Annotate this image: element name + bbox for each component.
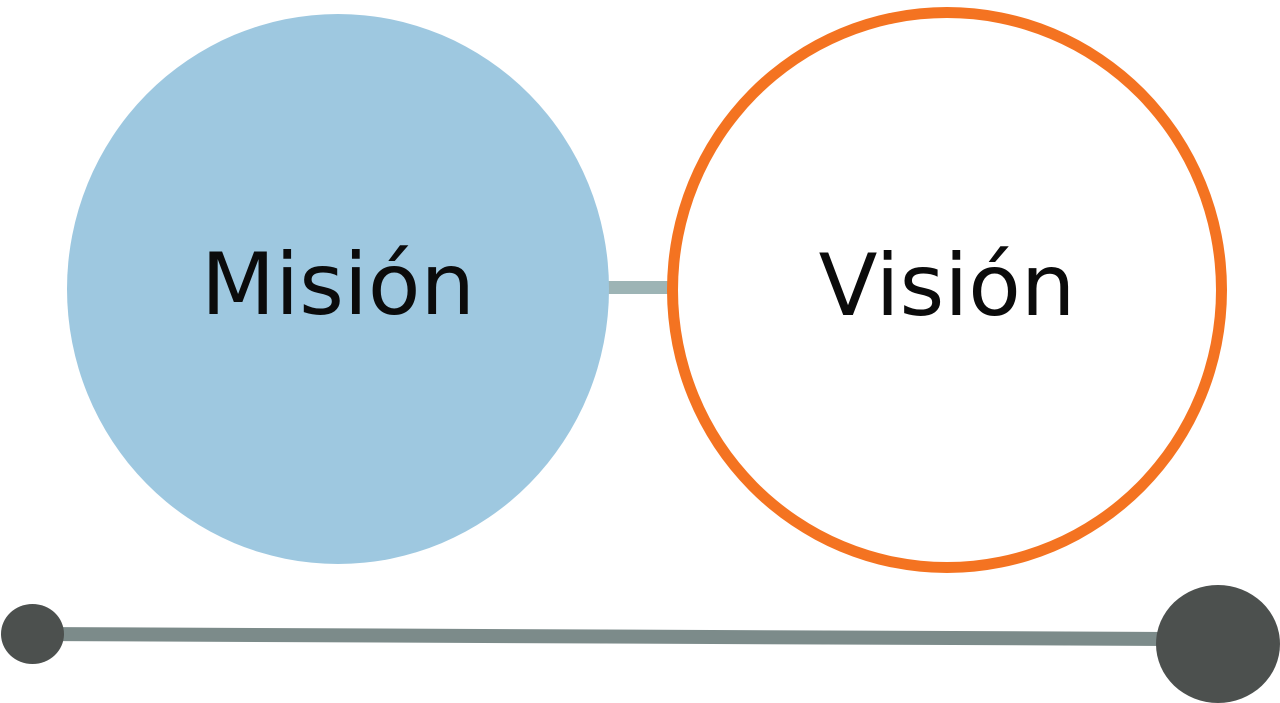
timeline-end-marker xyxy=(1156,585,1280,703)
timeline-start-marker xyxy=(1,604,64,664)
timeline-line xyxy=(30,627,1195,647)
circle-connector xyxy=(604,281,674,294)
timeline xyxy=(0,580,1280,703)
mision-circle: Misión xyxy=(67,14,609,564)
vision-circle: Visión xyxy=(667,7,1227,573)
vision-label: Visión xyxy=(818,236,1076,336)
mision-label: Misión xyxy=(201,235,475,335)
